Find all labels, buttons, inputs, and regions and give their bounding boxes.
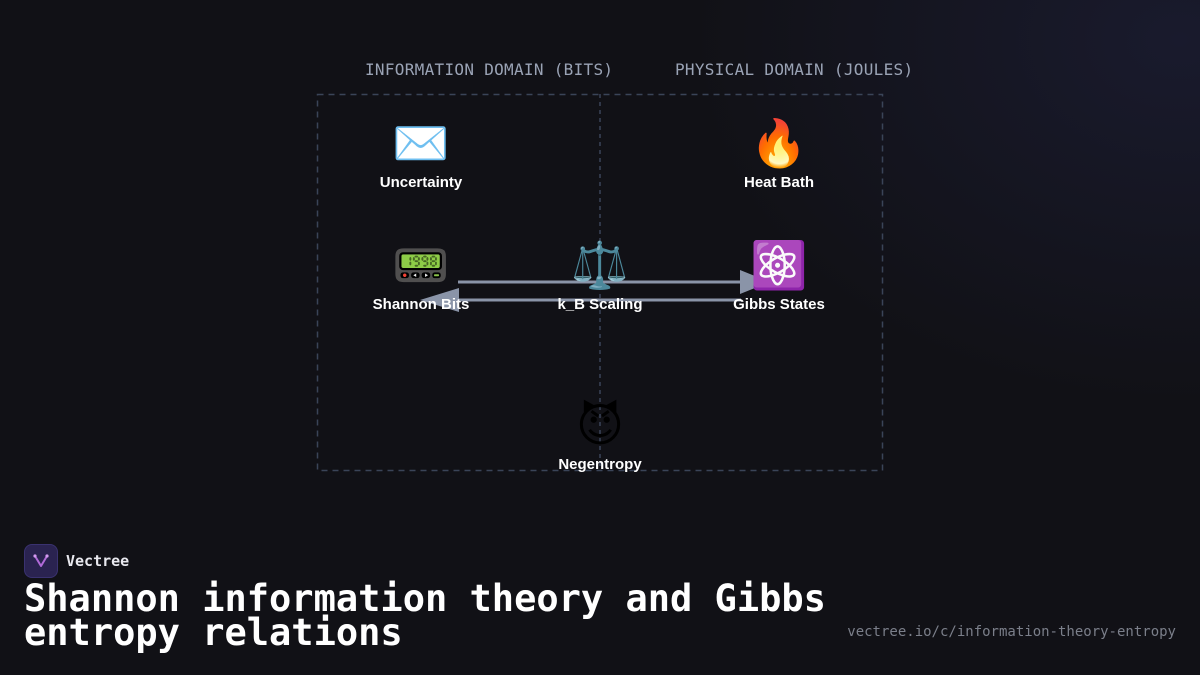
- vectree-logo-icon: [24, 544, 58, 578]
- source-url[interactable]: vectree.io/c/information-theory-entropy: [847, 624, 1176, 640]
- balance-scale-icon: ⚖️: [571, 238, 629, 292]
- node-kb-scaling-label: k_B Scaling: [557, 296, 643, 313]
- devil-face-icon: 😈: [576, 398, 624, 452]
- node-gibbs-states: ⚛️ Gibbs States: [699, 238, 859, 313]
- node-gibbs-states-label: Gibbs States: [733, 296, 825, 313]
- pager-icon: 📟: [392, 238, 450, 292]
- atom-icon: ⚛️: [750, 238, 808, 292]
- information-domain-label: INFORMATION DOMAIN (BITS): [365, 60, 614, 79]
- arrow-to-shannon-head: [420, 288, 459, 312]
- node-kb-scaling: ⚖️ k_B Scaling: [520, 238, 680, 313]
- node-heat-bath: 🔥 Heat Bath: [699, 116, 859, 191]
- node-shannon-bits: 📟 Shannon Bits: [341, 238, 501, 313]
- node-heat-bath-label: Heat Bath: [743, 174, 814, 191]
- envelope-icon: ✉️: [392, 116, 450, 170]
- node-uncertainty: ✉️ Uncertainty: [341, 116, 501, 191]
- node-shannon-bits-label: Shannon Bits: [372, 296, 470, 313]
- node-negentropy-label: Negentropy: [558, 456, 642, 473]
- fire-icon: 🔥: [750, 116, 808, 170]
- brand[interactable]: Vectree: [24, 544, 129, 578]
- node-negentropy: 😈 Negentropy: [520, 398, 680, 473]
- domain-frame: [316, 93, 884, 472]
- brand-name: Vectree: [66, 552, 130, 570]
- node-uncertainty-label: Uncertainty: [379, 174, 463, 191]
- arrow-to-gibbs-head: [740, 270, 770, 294]
- physical-domain-label: PHYSICAL DOMAIN (JOULES): [675, 60, 914, 79]
- page-title: Shannon information theory and Gibbs ent…: [24, 577, 826, 654]
